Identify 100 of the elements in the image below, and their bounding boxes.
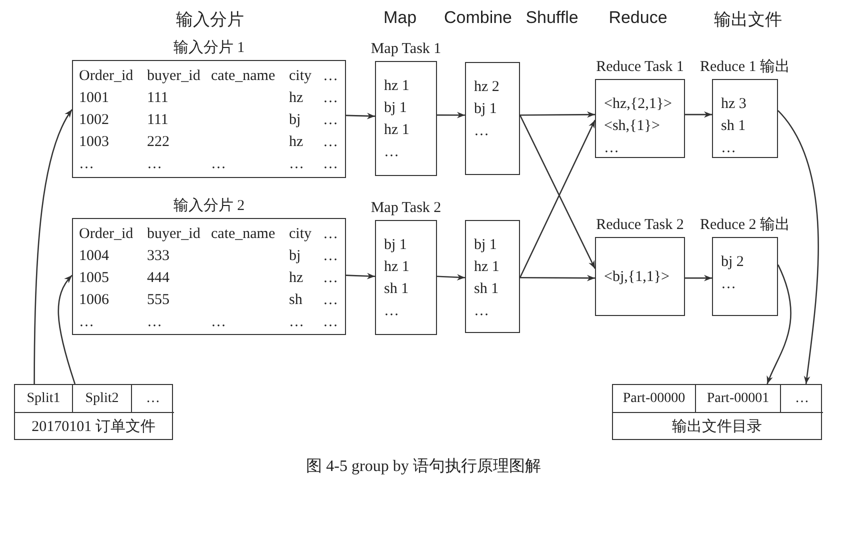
column-header: …: [323, 226, 339, 242]
key-value-text: sh 1: [721, 117, 747, 136]
arrow: [58, 274, 76, 384]
column-header: city: [289, 226, 312, 242]
arrow: [436, 274, 466, 280]
key-value-text: <sh,{1}>: [604, 117, 661, 136]
table-cell-text: 1005: [79, 270, 110, 286]
arrow: [520, 274, 595, 282]
box-heading: Reduce 1 输出: [700, 59, 790, 75]
key-value-text: bj 1: [384, 99, 408, 118]
stage-label: Combine: [444, 8, 512, 28]
table-cell-text: 1006: [79, 292, 110, 308]
key-value-text: …: [384, 302, 400, 321]
key-value-text: hz 1: [474, 258, 500, 277]
table-cell-text: bj: [289, 248, 302, 264]
arrow: [778, 110, 819, 384]
table-cell-text: hz: [289, 90, 304, 106]
table-cell-text: …: [147, 156, 163, 172]
column-header: city: [289, 68, 312, 84]
key-value-text: bj 1: [474, 100, 498, 119]
column-header: cate_name: [211, 68, 276, 84]
box-heading: Map Task 1: [370, 41, 442, 57]
file-name: …: [146, 390, 160, 406]
table-cell-text: 1003: [79, 134, 110, 150]
key-value-text: sh 1: [384, 280, 410, 299]
stage-label: Shuffle: [526, 8, 578, 28]
key-value-text: …: [721, 139, 737, 158]
table-cell-text: …: [289, 156, 305, 172]
table-heading: 输入分片 1: [173, 40, 245, 56]
file-box: [612, 384, 822, 440]
table-cell-text: …: [211, 314, 227, 330]
table-cell-text: bj: [289, 112, 302, 128]
file-name: …: [795, 390, 809, 406]
key-value-text: hz 1: [384, 121, 410, 140]
column-header: Order_id: [79, 226, 134, 242]
directory-label: 输出文件目录: [672, 418, 762, 436]
arrow: [437, 112, 465, 118]
stage-label: Reduce: [608, 8, 668, 28]
stage-label: Map: [383, 8, 417, 28]
key-value-text: …: [721, 275, 737, 294]
file-name: Split1: [26, 390, 60, 406]
column-header: …: [323, 68, 339, 84]
table-cell-text: 555: [147, 292, 170, 308]
column-header: Order_id: [79, 68, 134, 84]
table-cell-text: …: [323, 112, 339, 128]
box-heading: Map Task 2: [370, 200, 442, 216]
table-cell-text: …: [323, 134, 339, 150]
table-cell-text: …: [323, 270, 339, 286]
table-cell-text: …: [79, 314, 95, 330]
directory-label: 20170101 订单文件: [32, 418, 156, 436]
key-value-text: bj 1: [384, 236, 408, 255]
arrow: [34, 109, 73, 384]
column-header: buyer_id: [147, 68, 202, 84]
arrow: [346, 272, 376, 280]
stage-label: 输入分片: [176, 9, 244, 31]
table-cell-text: …: [79, 156, 95, 172]
key-value-text: <hz,{2,1}>: [604, 95, 673, 114]
task-box: [465, 62, 520, 175]
key-value-text: <bj,{1,1}>: [604, 268, 670, 286]
table-cell-text: 1004: [79, 248, 110, 264]
key-value-text: …: [604, 139, 620, 158]
table-cell-text: …: [323, 248, 339, 264]
table-cell-text: …: [323, 156, 339, 172]
stage-label: 输出文件: [714, 9, 782, 31]
file-name: Split2: [85, 390, 119, 406]
arrow: [520, 111, 595, 118]
arrow: [685, 274, 712, 282]
arrow: [685, 111, 712, 118]
key-value-text: …: [384, 143, 400, 162]
table-cell-text: 111: [147, 90, 170, 106]
arrow: [766, 264, 792, 384]
table-cell-text: …: [323, 292, 339, 308]
table-cell-text: 111: [147, 112, 170, 128]
table-cell-text: 444: [147, 270, 170, 286]
table-cell-text: …: [147, 314, 163, 330]
table-cell-text: …: [323, 90, 339, 106]
table-cell-text: 1002: [79, 112, 110, 128]
figure-caption: 图 4-5 group by 语句执行原理图解: [306, 458, 541, 475]
table-cell-text: hz: [289, 270, 304, 286]
key-value-text: hz 1: [384, 77, 410, 96]
key-value-text: bj 1: [474, 236, 498, 255]
key-value-text: …: [474, 302, 490, 321]
key-value-text: bj 2: [721, 253, 745, 272]
column-header: cate_name: [211, 226, 276, 242]
table-cell-text: 222: [147, 134, 170, 150]
file-name: Part-00001: [706, 390, 770, 406]
table-cell-text: hz: [289, 134, 304, 150]
key-value-text: hz 1: [384, 258, 410, 277]
table-cell-text: 333: [147, 248, 170, 264]
box-heading: Reduce Task 2: [596, 217, 684, 233]
table-cell-text: …: [211, 156, 227, 172]
table-cell-text: …: [323, 314, 339, 330]
box-heading: Reduce Task 1: [596, 59, 684, 75]
file-cell: [696, 385, 781, 413]
box-heading: Reduce 2 输出: [700, 217, 790, 233]
table-heading: 输入分片 2: [173, 198, 245, 214]
column-header: buyer_id: [147, 226, 202, 242]
key-value-text: sh 1: [474, 280, 500, 299]
task-box: [465, 220, 520, 333]
table-cell-text: 1001: [79, 90, 110, 106]
